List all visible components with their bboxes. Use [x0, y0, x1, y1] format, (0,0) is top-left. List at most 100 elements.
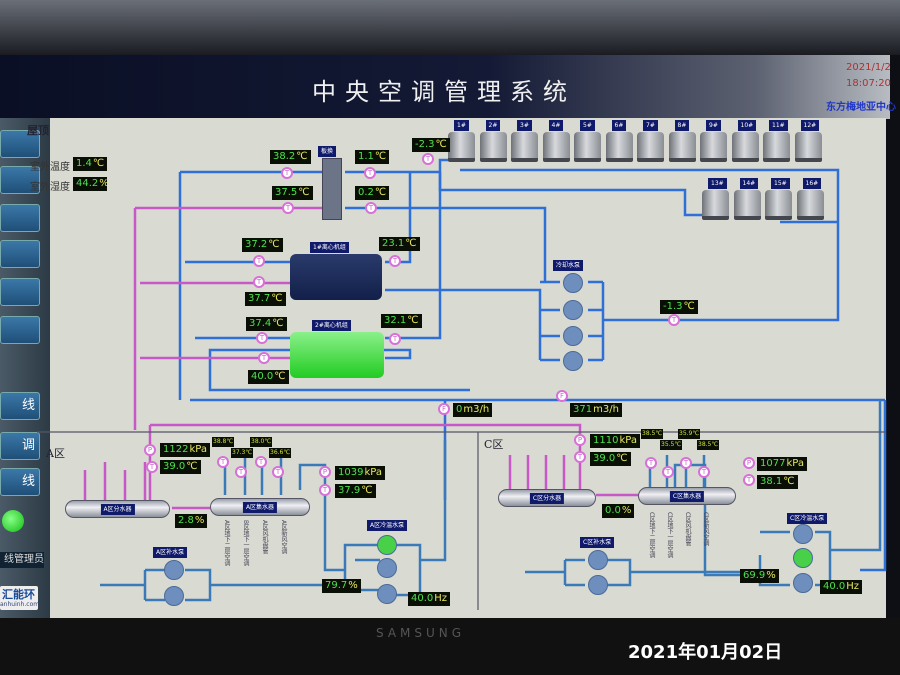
tower-label: 2#	[485, 120, 501, 131]
sidebar-nav-7[interactable]: 线	[0, 392, 40, 420]
sidebar-nav-5[interactable]	[0, 278, 40, 306]
cooling-tower[interactable]	[796, 190, 824, 220]
sensor-t-icon[interactable]: T	[389, 255, 401, 267]
tower-label: 6#	[611, 120, 627, 131]
sensor-p-icon[interactable]: P	[743, 457, 755, 469]
zone-c-pump-valve-readout: 69.9%	[740, 569, 779, 583]
zone-a-valve-opening-readout: 2.8%	[175, 514, 208, 528]
cooling-tower[interactable]	[794, 132, 822, 162]
zone-a-circ-pump-1[interactable]	[377, 535, 397, 555]
zone-c-branch-temp: 38.5℃	[641, 429, 664, 439]
sensor-t-icon[interactable]: T	[662, 466, 674, 478]
sensor-t-icon[interactable]: T	[680, 457, 692, 469]
sensor-t-icon[interactable]: T	[365, 202, 377, 214]
cooling-pump-3[interactable]	[563, 326, 583, 346]
zone-a-pump-valve-readout: 79.7%	[322, 579, 361, 593]
cooling-tower[interactable]	[574, 132, 601, 162]
tower-label: 14#	[739, 178, 759, 189]
cooling-pump-1[interactable]	[563, 273, 583, 293]
cooling-tower[interactable]	[668, 132, 696, 162]
cooling-tower[interactable]	[765, 190, 792, 220]
chiller-2[interactable]	[290, 332, 384, 378]
chiller-1[interactable]	[290, 254, 382, 300]
chiller1-label: 1#离心机组	[310, 242, 349, 253]
sensor-t-icon[interactable]: T	[698, 466, 710, 478]
status-ok-icon[interactable]	[2, 510, 24, 532]
cooling-tower[interactable]	[702, 190, 729, 220]
cooling-tower[interactable]	[479, 132, 507, 162]
zone-a-circ-pump-2[interactable]	[377, 558, 397, 578]
zone-c-valve-opening-readout: 0.0%	[602, 504, 635, 518]
zone-a-branch-temp: 38.0℃	[250, 437, 273, 447]
sensor-p-icon[interactable]: P	[319, 466, 331, 478]
sensor-t-icon[interactable]: T	[256, 332, 268, 344]
plate-heat-exchanger[interactable]	[322, 158, 342, 220]
cooling-tower[interactable]	[763, 132, 790, 162]
zone-c-label: C区	[484, 438, 504, 451]
zone-a-collector[interactable]: A区集水器	[210, 498, 310, 516]
cooling-tower[interactable]	[700, 132, 727, 162]
zone-a-circ-pump-3[interactable]	[377, 584, 397, 604]
zone-a-branch-3: A区风机盘管	[261, 520, 268, 555]
cooling-tower[interactable]	[448, 132, 475, 162]
sensor-t-icon[interactable]: T	[258, 352, 270, 364]
sensor-t-icon[interactable]: T	[253, 255, 265, 267]
cooling-pump-4[interactable]	[563, 351, 583, 371]
sensor-t-icon[interactable]: T	[422, 153, 434, 165]
cooling-tower[interactable]	[511, 132, 538, 162]
zone-c-makeup-pumps-label: C区补水泵	[580, 537, 615, 548]
zone-a-frequency-readout: 40.0Hz	[408, 592, 451, 606]
sensor-t-icon[interactable]: T	[574, 451, 586, 463]
cooling-tower[interactable]	[731, 132, 759, 162]
zone-c-makeup-pump-2[interactable]	[588, 575, 608, 595]
sensor-t-icon[interactable]: T	[281, 167, 293, 179]
sensor-t-icon[interactable]: T	[272, 466, 284, 478]
zone-a-label: A区	[46, 447, 65, 460]
sensor-t-icon[interactable]: T	[146, 461, 158, 473]
zone-c-circ-pump-1[interactable]	[793, 524, 813, 544]
zone-c-branch-3: C区风机盘管	[684, 512, 691, 547]
sensor-f-icon[interactable]: F	[438, 403, 450, 415]
zone-a-makeup-pump-2[interactable]	[164, 586, 184, 606]
sensor-p-icon[interactable]: P	[144, 444, 156, 456]
cooling-pump-2[interactable]	[563, 300, 583, 320]
sidebar-nav-9[interactable]: 线	[0, 468, 40, 496]
cooling-tower[interactable]	[542, 132, 570, 162]
zone-a-circ-pumps-label: A区冷温水泵	[367, 520, 408, 531]
sensor-t-icon[interactable]: T	[645, 457, 657, 469]
sensor-p-icon[interactable]: P	[574, 434, 586, 446]
sidebar-nav-8[interactable]: 调	[0, 432, 40, 460]
sensor-t-icon[interactable]: T	[255, 456, 267, 468]
zone-a-makeup-pump-1[interactable]	[164, 560, 184, 580]
cooling-tower[interactable]	[605, 132, 633, 162]
cooling-tower[interactable]	[733, 190, 761, 220]
sidebar-nav-4[interactable]	[0, 240, 40, 268]
sensor-t-icon[interactable]: T	[217, 456, 229, 468]
sensor-t-icon[interactable]: T	[253, 276, 265, 288]
sidebar-nav-6[interactable]	[0, 316, 40, 344]
date: 2021/1/2	[846, 62, 891, 73]
sensor-t-icon[interactable]: T	[319, 484, 331, 496]
cooling-tower[interactable]	[637, 132, 664, 162]
sensor-f-icon[interactable]: F	[556, 390, 568, 402]
zone-a-supply-pressure-readout: 1122kPa	[160, 443, 210, 457]
sidebar-nav-1[interactable]	[0, 130, 40, 158]
zone-c-distributor[interactable]: C区分水器	[498, 489, 596, 507]
zone-c-branch-temp: 35.5℃	[660, 440, 683, 450]
sensor-t-icon[interactable]: T	[743, 474, 755, 486]
sensor-t-icon[interactable]: T	[364, 167, 376, 179]
zone-c-makeup-pump-1[interactable]	[588, 550, 608, 570]
sensor-t-icon[interactable]: T	[282, 202, 294, 214]
zone-c-circ-pump-2[interactable]	[793, 548, 813, 568]
sidebar-nav-2[interactable]	[0, 166, 40, 194]
sensor-t-icon[interactable]: T	[668, 314, 680, 326]
zone-a-distributor[interactable]: A区分水器	[65, 500, 170, 518]
sensor-t-icon[interactable]: T	[389, 333, 401, 345]
sidebar-nav-3[interactable]	[0, 204, 40, 232]
sensor-t-icon[interactable]: T	[235, 466, 247, 478]
zone-c-circ-pump-3[interactable]	[793, 573, 813, 593]
zone-c-collector[interactable]: C区集水器	[638, 487, 736, 505]
tower-label: 15#	[771, 178, 790, 189]
admin-label[interactable]: 线管理员	[0, 552, 44, 568]
zone-a-makeup-pumps-label: A区补水泵	[153, 547, 188, 558]
